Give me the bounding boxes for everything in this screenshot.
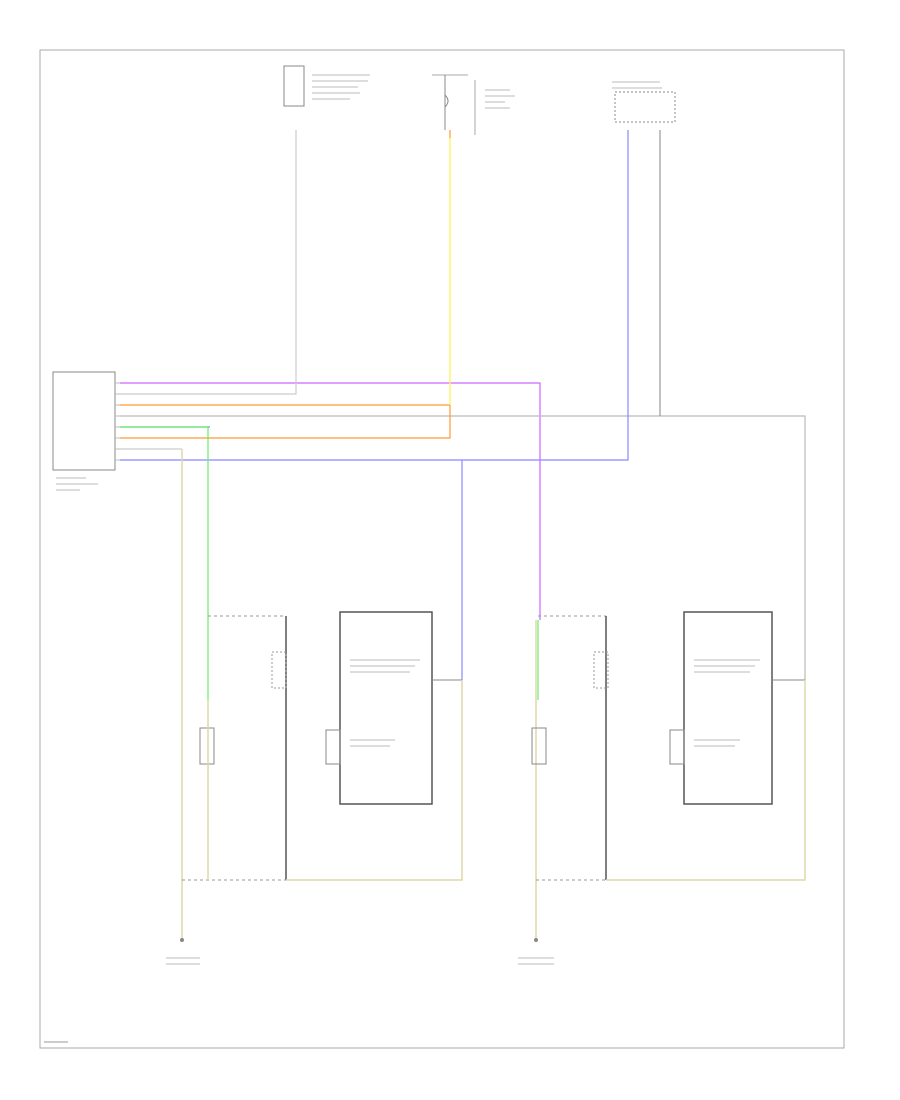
harness-wires — [120, 130, 806, 680]
right-heater-element — [531, 727, 547, 765]
left-heater-switch — [271, 651, 287, 689]
left-control-module-label — [56, 477, 98, 491]
top-center-fuse — [432, 74, 515, 135]
white-wire-1 — [120, 130, 297, 395]
green-wire-left — [120, 426, 209, 700]
left-heater-control-unit — [339, 611, 433, 805]
left-seat-heater-assembly — [182, 611, 463, 881]
right-heater-sensor — [669, 729, 685, 765]
right-heater-control-unit — [683, 611, 773, 805]
left-heater-element — [199, 727, 215, 765]
diagram-frame — [39, 49, 845, 1049]
module-pins — [115, 382, 120, 461]
right-heater-switch — [593, 651, 609, 689]
left-control-module — [52, 371, 116, 471]
right-ground — [518, 938, 554, 965]
left-heater-sensor — [325, 729, 341, 765]
blue-wire-main — [120, 130, 629, 461]
violet-wire — [120, 382, 541, 620]
gray-wire — [120, 415, 806, 680]
top-left-component — [283, 65, 305, 107]
orange-wire-2 — [120, 130, 451, 439]
left-ground — [166, 938, 200, 965]
right-seat-heater-assembly — [531, 611, 806, 881]
top-left-component-label — [312, 74, 370, 100]
top-right-component — [612, 81, 676, 123]
